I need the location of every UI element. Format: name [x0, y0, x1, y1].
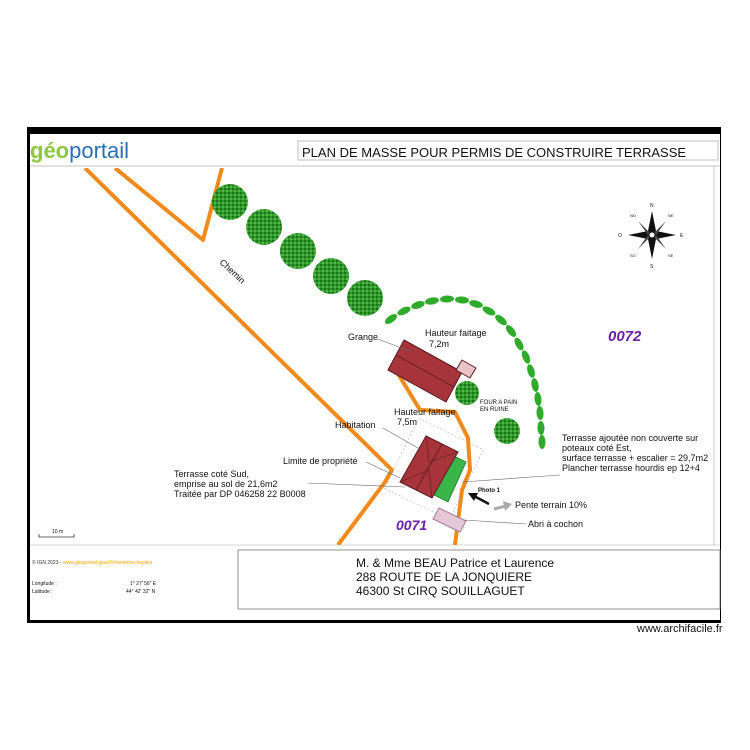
- terrasse-est-line4: Plancher terrasse hourdis ep 12+4: [562, 463, 700, 473]
- property-line-west: [83, 168, 394, 545]
- scale-bar: 10 m: [38, 529, 75, 538]
- longitude-value: 1° 27' 56" E: [130, 581, 157, 587]
- svg-text:NO: NO: [630, 213, 636, 218]
- svg-text:S: S: [650, 264, 654, 270]
- tree: [455, 381, 479, 405]
- tree: [347, 280, 383, 316]
- four-label-2: EN RUINE: [480, 407, 509, 413]
- tree: [212, 184, 248, 220]
- four-label-1: FOUR A PAIN: [480, 400, 517, 406]
- map-labels: Grange Hauteur faitage 7,2m FOUR A PAIN …: [174, 328, 708, 533]
- owner-name: M. & Mme BEAU Patrice et Laurence: [356, 556, 554, 570]
- latitude-value: 44° 42' 32" N: [126, 589, 156, 595]
- watermark: www.archifacile.fr: [636, 623, 723, 635]
- habitation-height-value: 7,5m: [397, 417, 417, 427]
- header: géoportail PLAN DE MASSE POUR PERMIS DE …: [30, 138, 720, 546]
- hedge-arc: [384, 295, 546, 449]
- tree: [280, 233, 316, 269]
- tree: [313, 258, 349, 294]
- photo-arrow: [468, 493, 490, 506]
- habitation-height-label: Hauteur faitage: [394, 407, 456, 417]
- copyright: © IGN 2023 - www.geoportail.gouv.fr/ment…: [32, 559, 153, 566]
- owner-box: M. & Mme BEAU Patrice et Laurence 288 RO…: [237, 549, 721, 610]
- parcel-0071: 0071: [396, 517, 427, 533]
- habitation-label: Habitation: [335, 420, 376, 430]
- chemin-label: Chemin: [218, 257, 248, 285]
- svg-text:E: E: [680, 233, 684, 239]
- abri-label: Abri à cochon: [528, 519, 583, 529]
- plan-title: PLAN DE MASSE POUR PERMIS DE CONSTRUIRE …: [302, 145, 686, 160]
- terrasse-sud-line1: Terrasse coté Sud,: [174, 469, 249, 479]
- owner-address: 288 ROUTE DE LA JONQUIERE: [356, 570, 532, 584]
- drawing-sheet: [30, 134, 720, 620]
- title-box: [297, 140, 719, 161]
- longitude-label: Longitude :: [32, 581, 57, 587]
- latitude-label: Latitude :: [32, 589, 53, 595]
- svg-text:N: N: [650, 203, 654, 209]
- tree: [494, 418, 520, 444]
- grange-height-value: 7,2m: [429, 339, 449, 349]
- slope-arrow: [493, 501, 512, 511]
- chemin-line: [113, 168, 224, 242]
- photo-label: Photo 1: [478, 488, 501, 494]
- terrasse-est-line1: Terrasse ajoutée non couverte sur: [562, 433, 698, 443]
- tree: [246, 209, 282, 245]
- terrasse-sud-line3: Traitée par DP 046258 22 B0008: [174, 489, 306, 499]
- owner-city: 46300 St CIRQ SOUILLAGUET: [356, 584, 525, 598]
- habitation-building: [384, 417, 484, 521]
- logo: géoportail: [30, 138, 129, 163]
- terrasse-sud-line2: emprise au sol de 21,6m2: [174, 479, 278, 489]
- abri-cochon: [432, 507, 467, 533]
- grange-building: [387, 339, 477, 403]
- grange-label: Grange: [348, 332, 378, 342]
- property-line-east: [395, 370, 472, 545]
- terrasse-est-line2: poteaux coté Est,: [562, 443, 632, 453]
- parcel-0072: 0072: [608, 328, 642, 345]
- limite-label: Limite de propriété: [283, 456, 358, 466]
- svg-text:NE: NE: [668, 213, 674, 218]
- pente-label: Pente terrain 10%: [515, 500, 587, 510]
- four-a-pain: [455, 359, 477, 379]
- svg-text:SE: SE: [668, 253, 674, 258]
- svg-text:10 m: 10 m: [52, 529, 63, 535]
- terrasse-est-line3: surface terrasse + escalier = 29,7m2: [562, 453, 708, 463]
- svg-text:O: O: [618, 233, 622, 239]
- svg-text:SO: SO: [630, 253, 636, 258]
- compass-rose-icon: N S E O NE NO SE SO: [618, 203, 684, 270]
- tree-row: [212, 184, 520, 444]
- leader-lines: [307, 338, 561, 525]
- grange-height-label: Hauteur faitage: [425, 328, 487, 338]
- footer-info: © IGN 2023 - www.geoportail.gouv.fr/ment…: [32, 559, 157, 595]
